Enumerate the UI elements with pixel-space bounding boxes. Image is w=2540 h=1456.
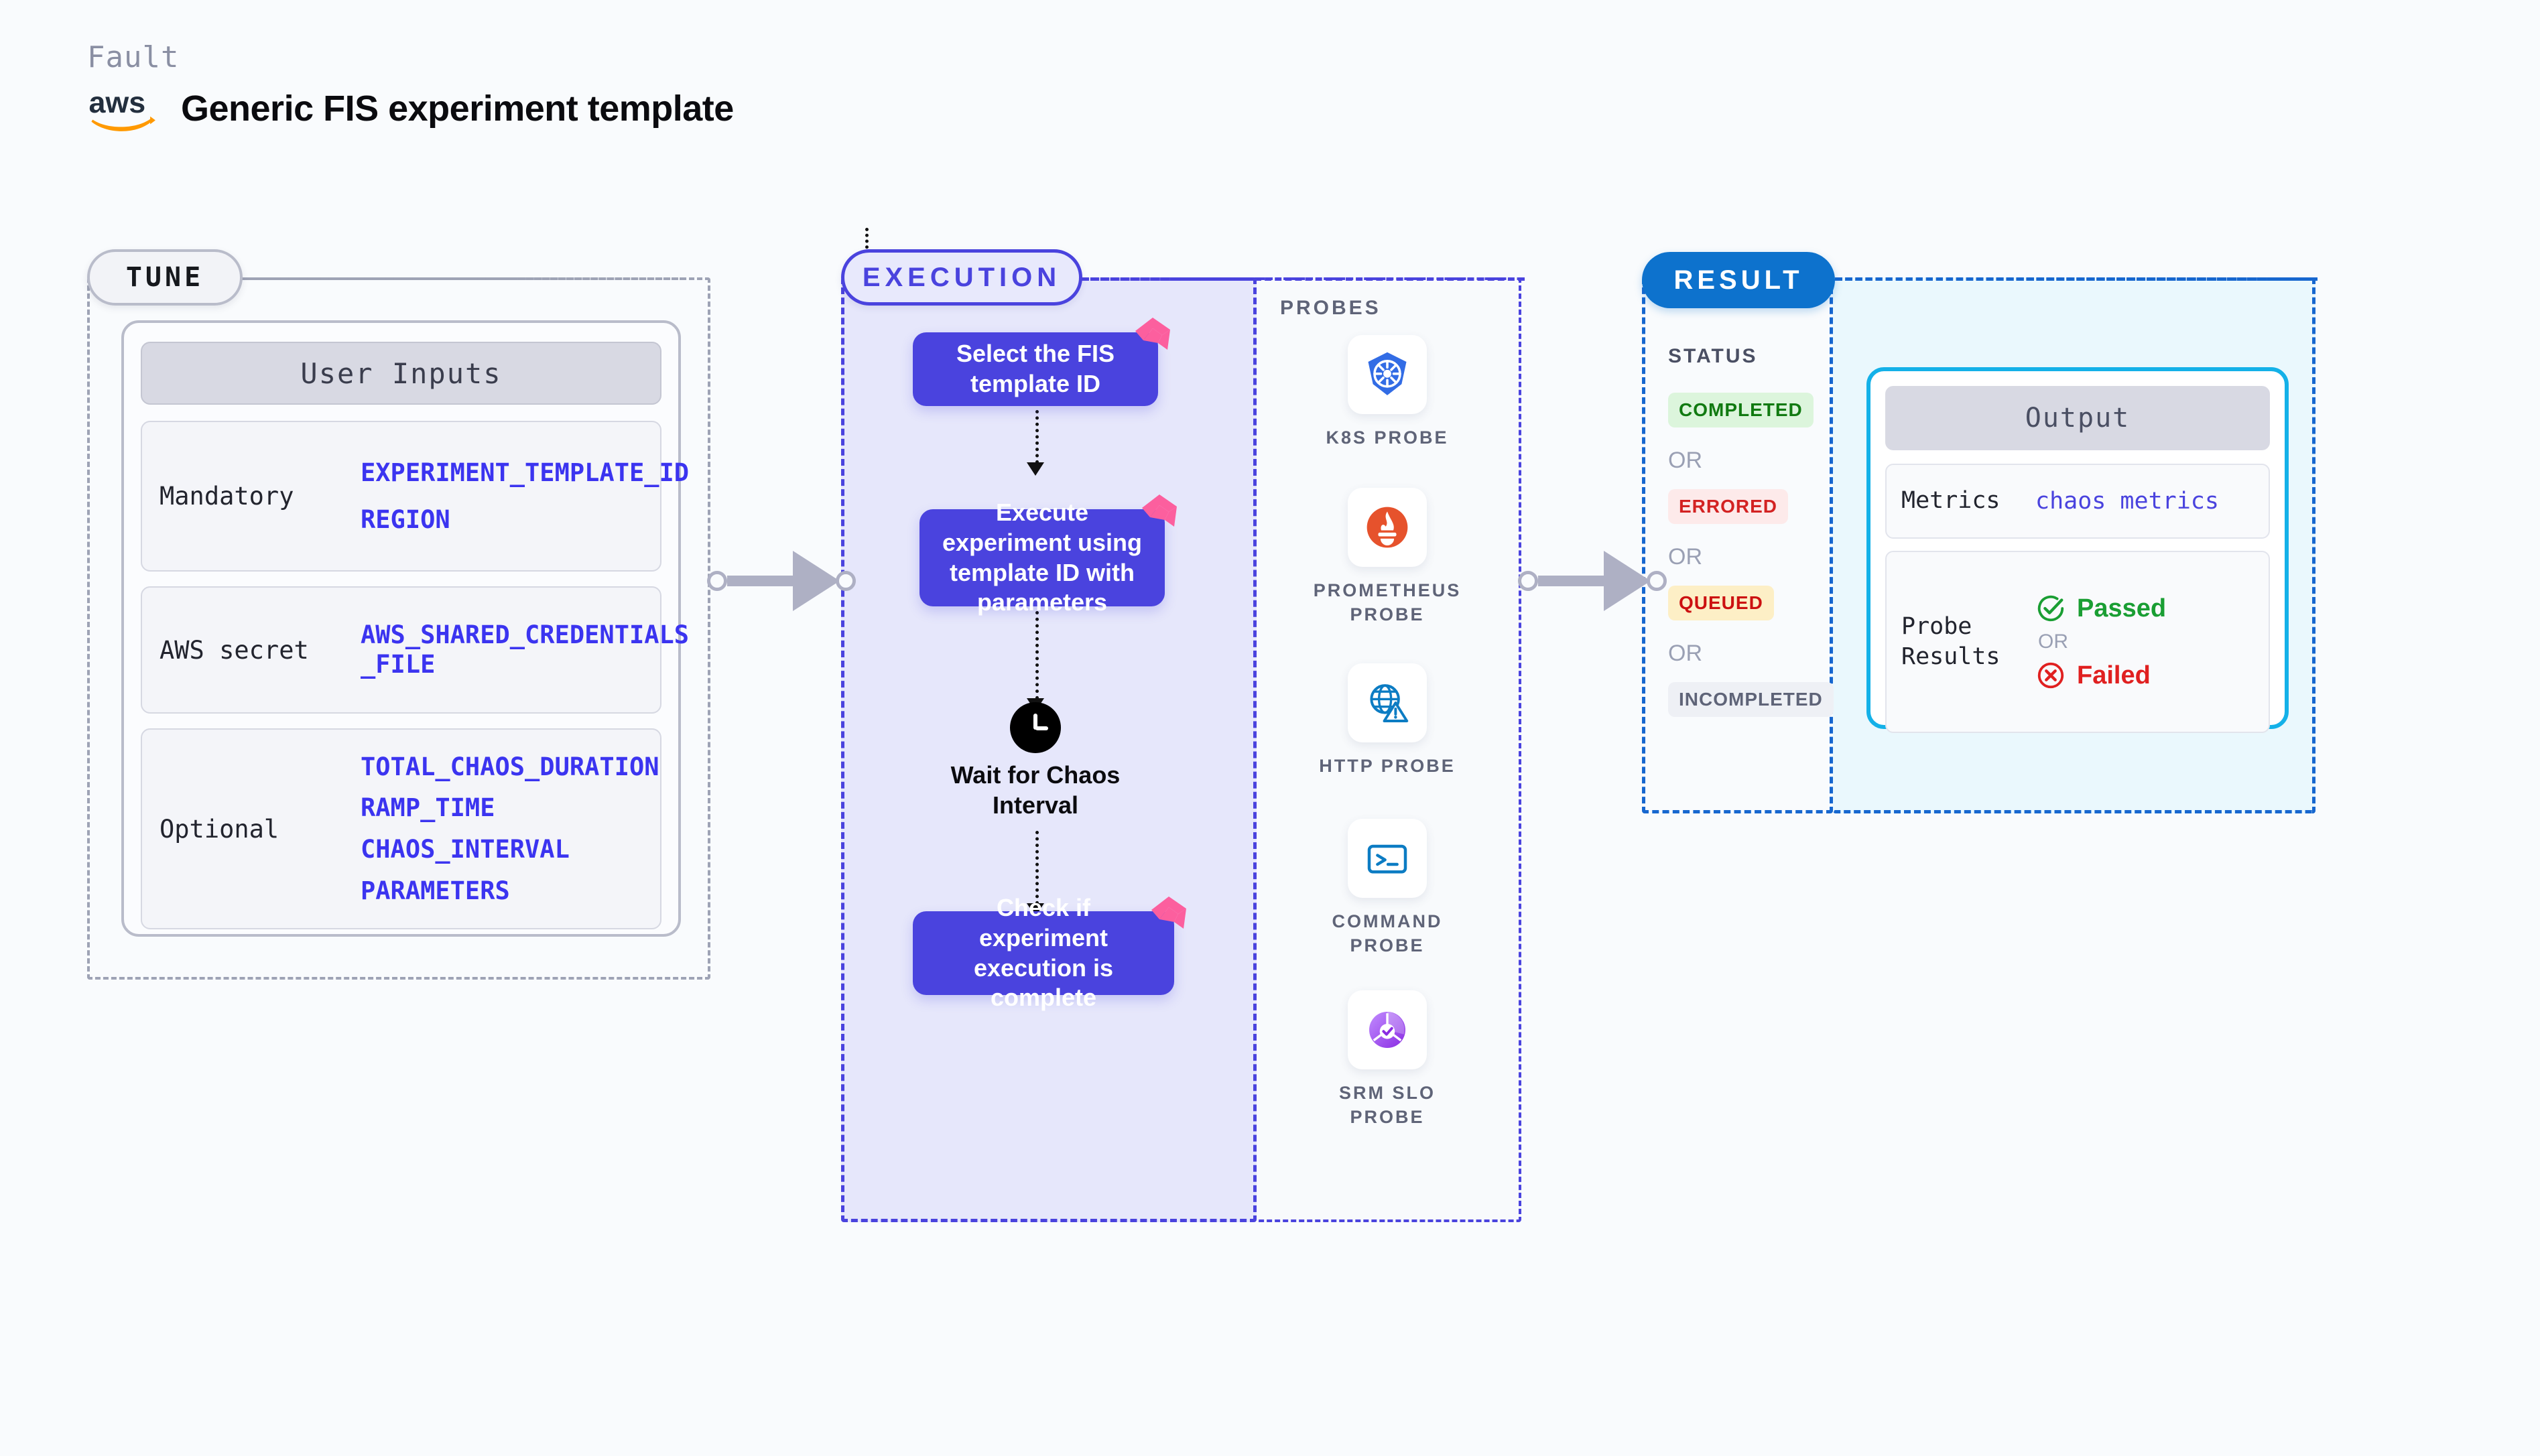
flow-connector-arrow — [1027, 462, 1044, 476]
flow-step-select-template[interactable]: Select the FIS template ID — [913, 318, 1170, 406]
probe-result-failed: Failed — [2035, 660, 2166, 691]
flow-connector — [1035, 831, 1039, 905]
arrow-head — [1604, 551, 1651, 611]
probe-label: HTTP PROBE — [1319, 756, 1456, 776]
status-badge-queued: QUEUED — [1668, 586, 1774, 620]
input-value: CHAOS_INTERVAL — [361, 835, 570, 864]
kubernetes-icon — [1348, 335, 1427, 414]
execution-section-label: EXECUTION — [862, 262, 1062, 292]
user-inputs-card: User Inputs Mandatory EXPERIMENT_TEMPLAT… — [121, 320, 689, 937]
user-inputs-title: User Inputs — [300, 356, 502, 390]
arrow-end-dot — [836, 571, 856, 591]
chaos-badge-icon — [1133, 315, 1173, 355]
input-value: EXPERIMENT_TEMPLATE_ID — [361, 458, 690, 487]
probe-command[interactable]: COMMAND PROBE — [1307, 819, 1468, 957]
tune-to-execution-arrow — [707, 551, 856, 611]
terminal-icon — [1348, 819, 1427, 898]
execution-section-pill[interactable]: EXECUTION — [841, 249, 1082, 306]
input-row-label: Mandatory — [160, 482, 294, 511]
or-separator: OR — [1668, 544, 1702, 570]
input-row-mandatory: Mandatory EXPERIMENT_TEMPLATE_ID REGION — [141, 421, 689, 572]
probe-srm-slo[interactable]: SRM SLO PROBE — [1307, 990, 1468, 1129]
wait-step-text: Wait for Chaos Interval — [950, 761, 1121, 819]
output-card: Output Metrics chaos metrics Probe Resul… — [1866, 367, 2289, 733]
output-metrics-label: Metrics — [1901, 487, 2001, 515]
probe-k8s[interactable]: K8S PROBE — [1307, 335, 1468, 450]
result-section-pill[interactable]: RESULT — [1642, 252, 1835, 308]
http-globe-icon — [1348, 663, 1427, 742]
flow-step-check-complete[interactable]: Check if experiment execution is complet… — [913, 894, 1186, 1011]
output-card-title: Output — [2025, 403, 2131, 434]
input-row-optional: Optional TOTAL_CHAOS_DURATION RAMP_TIME … — [141, 728, 661, 929]
chaos-badge-icon — [1139, 492, 1180, 532]
user-inputs-header: User Inputs — [141, 342, 661, 405]
probe-label: COMMAND PROBE — [1332, 911, 1443, 955]
execution-region — [841, 277, 1257, 1222]
probe-prometheus[interactable]: PROMETHEUS PROBE — [1307, 488, 1468, 626]
kicker-label: Fault — [87, 40, 180, 74]
arrow-shaft — [1538, 576, 1605, 586]
x-circle-icon — [2035, 660, 2066, 691]
probe-result-passed-text: Passed — [2077, 594, 2167, 622]
output-row-probe-results: Probe Results Passed OR — [1885, 551, 2270, 733]
output-row-metrics: Metrics chaos metrics — [1885, 464, 2270, 539]
or-separator: OR — [1668, 641, 1702, 666]
probe-result-failed-text: Failed — [2077, 661, 2151, 689]
execution-top-tick — [865, 228, 869, 255]
status-heading: STATUS — [1668, 345, 1758, 367]
or-separator: OR — [1668, 448, 1702, 473]
chaos-badge-icon — [1149, 894, 1189, 934]
input-row-label: AWS secret — [160, 635, 309, 665]
clock-icon — [1010, 702, 1061, 753]
output-card-header: Output — [1885, 386, 2270, 450]
flow-connector — [1035, 410, 1039, 464]
wait-step-label: Wait for Chaos Interval — [928, 760, 1143, 820]
probe-result-passed: Passed — [2035, 593, 2166, 624]
page-title: Generic FIS experiment template — [181, 88, 734, 129]
tune-top-dash — [243, 277, 685, 280]
input-row-label: Optional — [160, 814, 279, 844]
probe-label: SRM SLO PROBE — [1338, 1083, 1436, 1127]
input-row-aws-secret: AWS secret AWS_SHARED_CREDENTIALS _FILE — [141, 586, 689, 714]
flow-step-text: Select the FIS template ID — [956, 340, 1115, 397]
tune-section-label: TUNE — [125, 262, 204, 293]
status-badge-completed: COMPLETED — [1668, 393, 1814, 427]
arrow-end-dot — [1647, 571, 1667, 591]
execution-to-result-arrow — [1518, 551, 1667, 611]
or-separator: OR — [2038, 631, 2068, 653]
page-header: Fault aws Generic FIS experiment templat… — [87, 40, 734, 135]
output-metrics-value: chaos metrics — [2035, 488, 2219, 515]
input-value: PARAMETERS — [361, 876, 510, 905]
aws-logo: aws — [87, 82, 166, 135]
probe-label: PROMETHEUS PROBE — [1313, 580, 1462, 624]
status-region — [1642, 277, 1833, 813]
flow-step-text: Check if experiment execution is complet… — [973, 894, 1114, 1012]
input-value: AWS_SHARED_CREDENTIALS _FILE — [361, 620, 690, 679]
arrow-head — [793, 551, 840, 611]
status-badge-errored: ERRORED — [1668, 489, 1789, 524]
probe-label: K8S PROBE — [1326, 427, 1449, 448]
input-value: RAMP_TIME — [361, 793, 495, 823]
arrow-start-dot — [707, 571, 727, 591]
svg-text:aws: aws — [88, 85, 145, 119]
tune-section-pill[interactable]: TUNE — [87, 249, 243, 306]
probe-http[interactable]: HTTP PROBE — [1307, 663, 1468, 779]
status-badge-incompleted: INCOMPLETED — [1668, 682, 1834, 717]
arrow-start-dot — [1518, 571, 1538, 591]
arrow-shaft — [727, 576, 794, 586]
check-circle-icon — [2035, 593, 2066, 624]
input-value: REGION — [361, 505, 450, 534]
result-top-dash — [1835, 277, 2317, 281]
output-probe-results-label: Probe Results — [1901, 612, 2001, 671]
flow-step-execute-experiment[interactable]: Execute experiment using template ID wit… — [919, 494, 1177, 616]
flow-connector — [1035, 611, 1039, 700]
execution-top-dash — [1082, 277, 1525, 281]
flow-step-text: Execute experiment using template ID wit… — [942, 499, 1143, 616]
srm-slo-icon — [1348, 990, 1427, 1069]
result-section-label: RESULT — [1673, 265, 1803, 295]
input-value: TOTAL_CHAOS_DURATION — [361, 752, 659, 781]
prometheus-icon — [1348, 488, 1427, 567]
probes-section-label: PROBES — [1280, 297, 1381, 319]
